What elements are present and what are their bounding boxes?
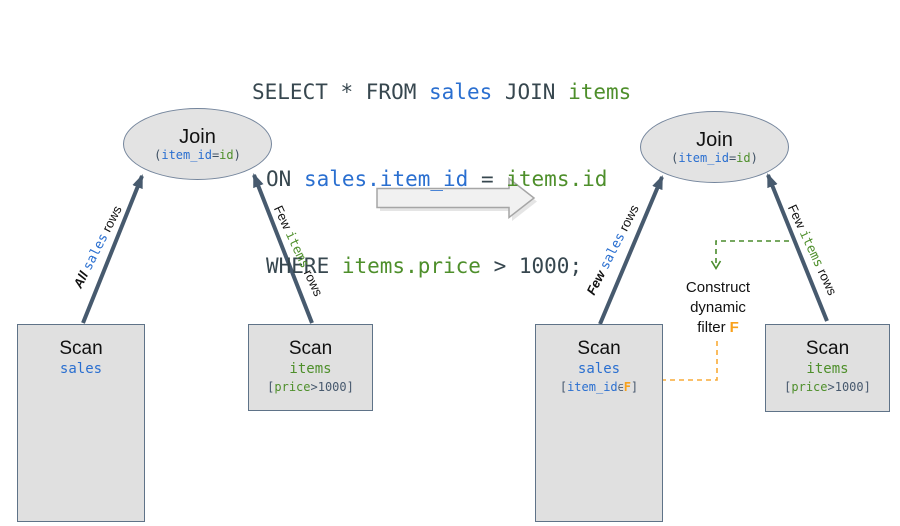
scan-dynamic-filter: [item_id∈F]: [559, 380, 639, 394]
scan-title: Scan: [805, 338, 850, 359]
arrow-items-to-join-right: [766, 173, 829, 322]
dynamic-filter-apply-arrow: [651, 341, 718, 385]
scan-title: Scan: [59, 338, 103, 359]
arrow-sales-to-join-right: [598, 175, 664, 325]
sql-line-2: ON sales.item_id = items.id: [266, 167, 608, 191]
join-condition: (item_id=id): [154, 147, 241, 162]
sql-query: SELECT * FROM sales JOIN items ON sales.…: [252, 20, 631, 339]
scan-items-box-right: Scan items [price>1000]: [765, 324, 890, 412]
scan-filter: [price>1000]: [784, 380, 871, 394]
join-condition: (item_id=id): [671, 150, 758, 165]
join-title: Join: [179, 125, 216, 148]
join-node-left: Join (item_id=id): [123, 108, 272, 180]
scan-title: Scan: [288, 338, 333, 359]
scan-title: Scan: [577, 338, 621, 359]
sql-line-3: WHERE items.price > 1000;: [266, 254, 583, 278]
scan-table-name: sales: [59, 361, 103, 377]
scan-sales-box-right: Scan sales [item_id∈F]: [535, 324, 663, 522]
transform-arrow-icon: [376, 176, 537, 221]
dynamic-filter-f: F: [729, 319, 739, 336]
join-title: Join: [696, 128, 733, 151]
scan-table-name: items: [806, 361, 849, 377]
sql-line-1: SELECT * FROM sales JOIN items: [252, 80, 632, 104]
join-node-right: Join (item_id=id): [640, 111, 789, 183]
scan-table-name: sales: [577, 361, 621, 377]
scan-table-name: items: [289, 361, 332, 377]
scan-filter: [price>1000]: [267, 380, 354, 394]
arrow-items-to-join-left: [252, 173, 314, 324]
arrow-sales-to-join-left: [81, 174, 144, 324]
dynamic-filter-build-arrow: [710, 240, 789, 271]
scan-items-box-left: Scan items [price>1000]: [248, 324, 373, 411]
scan-sales-box-left: Scan sales: [17, 324, 145, 522]
